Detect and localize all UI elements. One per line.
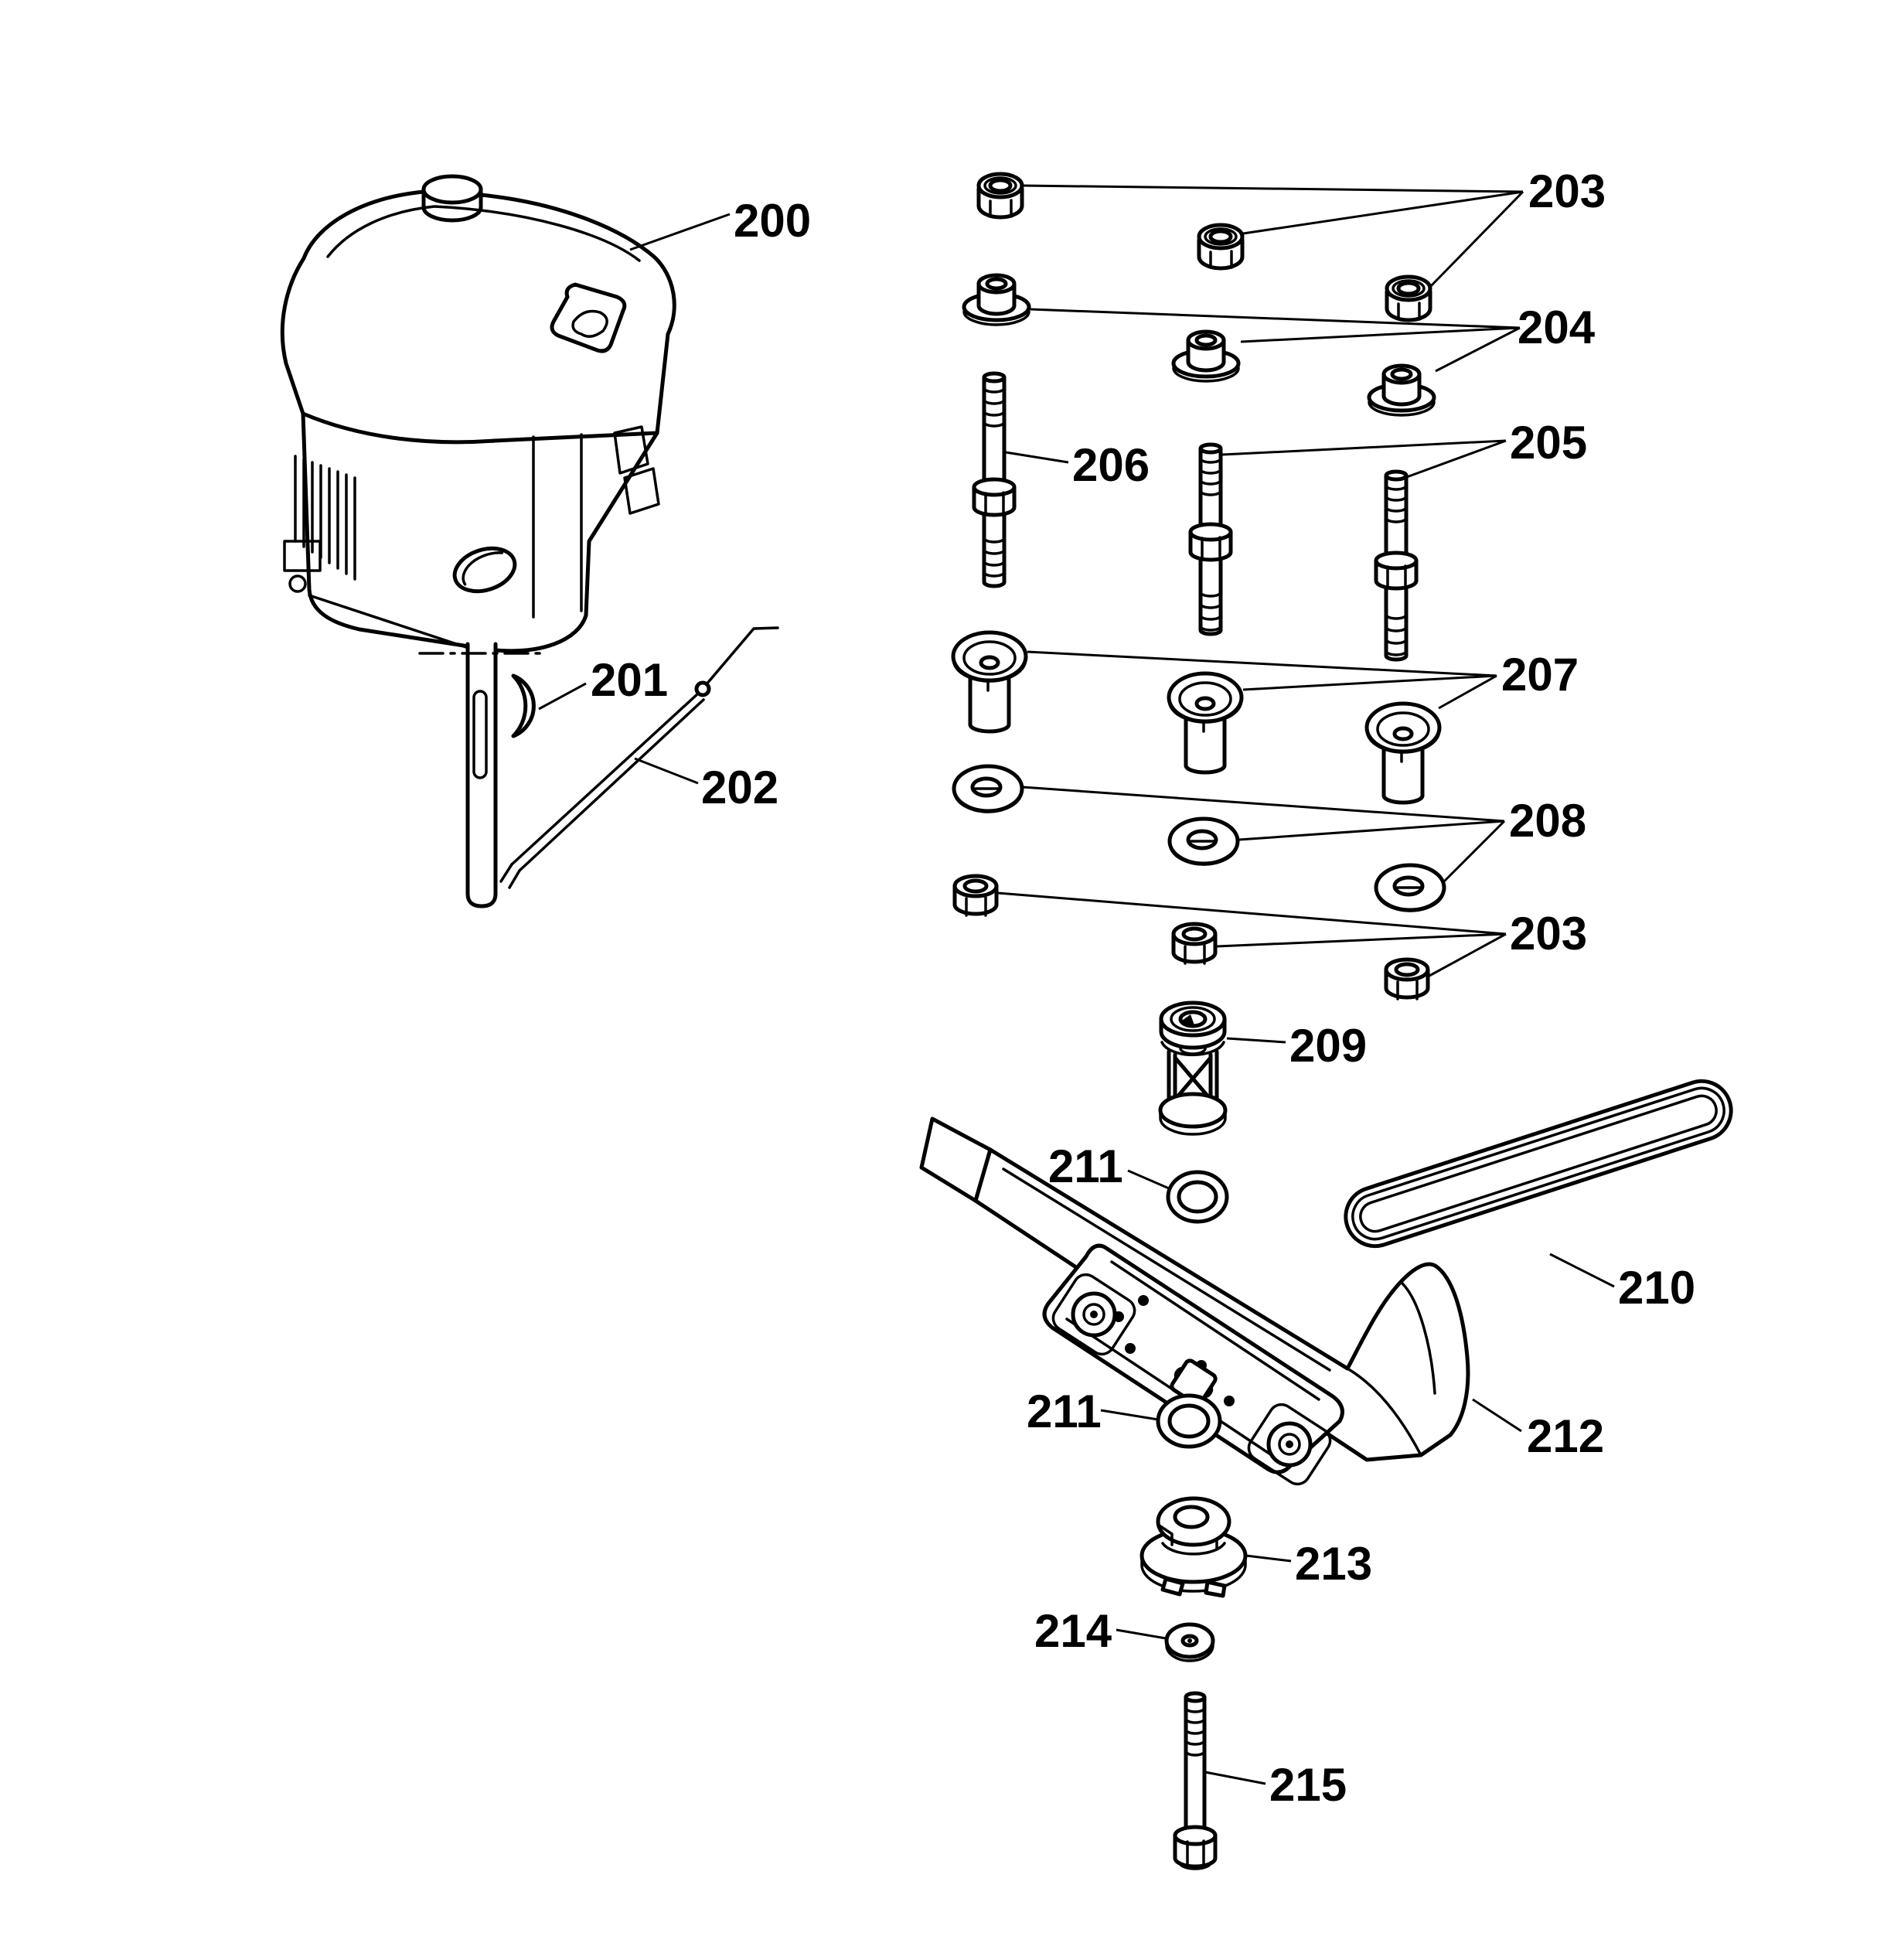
lock-nut <box>976 172 1024 220</box>
lock-nut <box>1385 274 1432 322</box>
callout-214: 214 <box>1034 1605 1112 1657</box>
callout-211-upper: 211 <box>1048 1140 1123 1192</box>
hex-flange-nut <box>952 874 999 917</box>
drive-belt <box>1344 1079 1733 1249</box>
callout-215: 215 <box>1269 1759 1347 1811</box>
adapter-coupling <box>1158 1000 1228 1136</box>
blade-bushing <box>1167 671 1244 775</box>
shaft-key <box>511 673 536 738</box>
hex-flange-nut <box>1384 957 1430 1000</box>
callout-204: 204 <box>1518 302 1596 353</box>
flange-spacer <box>962 273 1031 326</box>
callout-202: 202 <box>701 762 778 813</box>
mower-blade <box>919 1116 1470 1486</box>
callout-213: 213 <box>1295 1538 1372 1590</box>
spacer-washer <box>1374 863 1446 912</box>
hex-flange-nut <box>1171 922 1218 965</box>
callout-203-top: 203 <box>1528 165 1606 217</box>
stud <box>1374 469 1419 662</box>
engine-assembly <box>280 174 676 656</box>
callout-207: 207 <box>1501 649 1579 700</box>
lock-nut <box>1197 223 1245 271</box>
callout-208: 208 <box>1509 795 1586 847</box>
blade-bushing <box>1364 701 1442 805</box>
callout-201: 201 <box>591 654 668 706</box>
callout-200: 200 <box>734 195 811 247</box>
blade-bushing <box>951 630 1028 734</box>
flange-spacer <box>1367 363 1436 417</box>
callout-209: 209 <box>1289 1020 1367 1072</box>
callout-206: 206 <box>1072 439 1150 491</box>
control-rod <box>499 626 779 889</box>
callout-203-bottom: 203 <box>1510 908 1587 960</box>
blade-bolt <box>1173 1691 1218 1870</box>
callout-205: 205 <box>1510 417 1587 469</box>
flat-washer <box>1164 1622 1215 1662</box>
spacer-washer <box>952 764 1024 813</box>
blade-adapter <box>1139 1496 1248 1598</box>
crankshaft <box>418 642 543 908</box>
callout-211-lower: 211 <box>1027 1386 1102 1437</box>
stud <box>1188 442 1233 636</box>
blade-washer <box>1166 1170 1229 1224</box>
flange-spacer <box>1171 329 1241 383</box>
callout-210: 210 <box>1618 1262 1695 1314</box>
callout-212: 212 <box>1527 1410 1604 1462</box>
leader-lines <box>538 184 1615 1785</box>
stud <box>972 371 1017 588</box>
spacer-washer <box>1167 816 1240 866</box>
blade-washer <box>1156 1393 1222 1449</box>
